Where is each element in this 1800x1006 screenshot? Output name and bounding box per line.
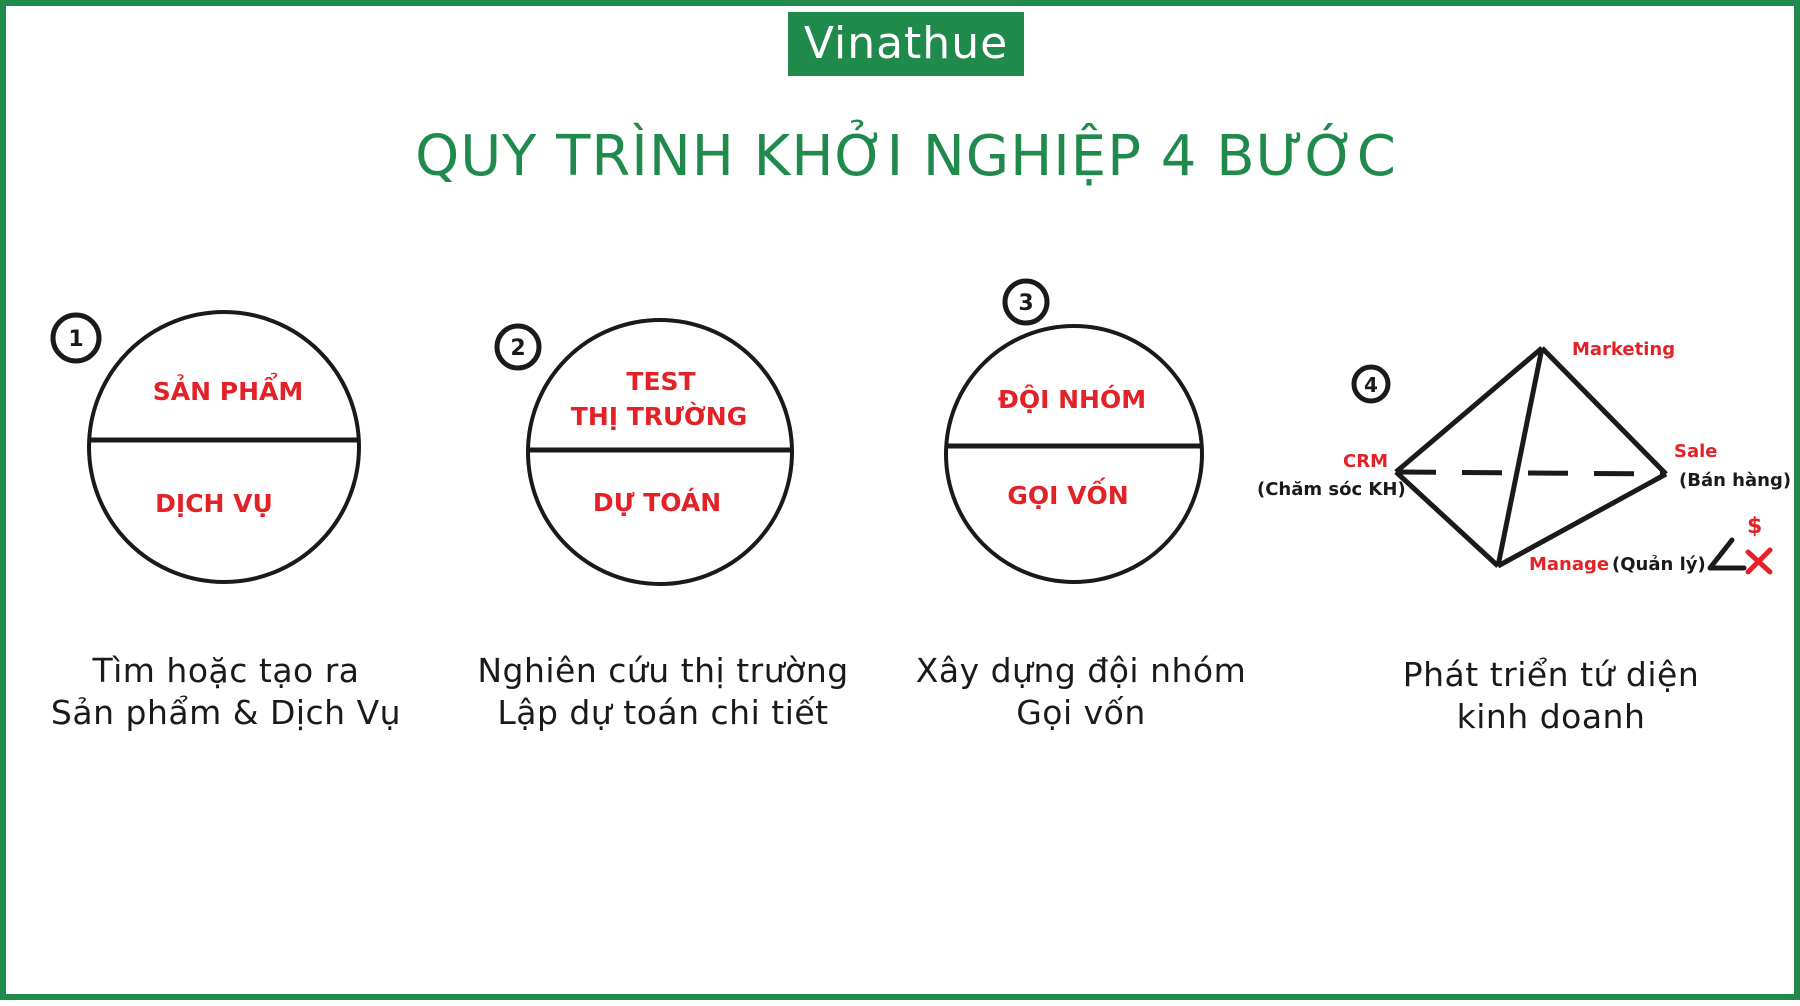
step-3-caption-line-2: Gọi vốn [1016, 693, 1146, 732]
step-4-caption-line-1: Phát triển tứ diện [1402, 655, 1700, 694]
tetrahedron-shape [1394, 346, 1668, 569]
edge-crm-sale-hidden [1395, 469, 1667, 477]
step-2-top-label-line-2: THỊ TRƯỜNG [571, 401, 747, 431]
vertex-manage-label: Manage [1529, 554, 1609, 575]
edge-marketing-manage [1495, 347, 1545, 567]
step-2-caption-line-1: Nghiên cứu thị trường [477, 651, 849, 690]
step-1-group: 1 SẢN PHẨM DỊCH VỤ [50, 310, 361, 584]
vertex-crm-label: CRM [1343, 451, 1388, 472]
dollar-icon: $ [1747, 514, 1762, 539]
step-3-circle [944, 324, 1204, 584]
vertex-crm-note: (Chăm sóc KH) [1257, 479, 1406, 500]
vertex-sale-note: (Bán hàng) [1679, 470, 1791, 491]
step-3-top-label: ĐỘI NHÓM [998, 384, 1146, 414]
step-3-group: 3 ĐỘI NHÓM GỌI VỐN [944, 278, 1204, 584]
step-3-bottom-label: GỌI VỐN [1007, 477, 1128, 510]
step-3-number-circle [1002, 278, 1050, 326]
edge-sale-manage [1496, 471, 1668, 569]
step-1-bottom-label: DỊCH VỤ [155, 489, 273, 518]
step-2-caption-line-2: Lập dự toán chi tiết [497, 693, 829, 732]
step-4-number-circle [1351, 364, 1391, 404]
step-3-number: 3 [1018, 291, 1033, 316]
step-4-caption: Phát triển tứ diện kinh doanh [1356, 654, 1746, 738]
step-2-number: 2 [510, 336, 525, 361]
step-4-caption-line-2: kinh doanh [1456, 697, 1646, 736]
step-2-number-circle [494, 323, 542, 371]
step-1-caption-line-1: Tìm hoặc tạo ra [92, 651, 360, 690]
page-title: QUY TRÌNH KHỞI NGHIỆP 4 BƯỚC [415, 124, 1397, 189]
brand-logo: Vinathue [788, 12, 1024, 76]
step-1-number-circle [50, 312, 102, 364]
step-2-group: 2 TEST THỊ TRƯỜNG DỰ TOÁN [494, 318, 794, 586]
step-4-number: 4 [1364, 373, 1378, 397]
process-diagram: 1 SẢN PHẨM DỊCH VỤ 2 TEST THỊ TRƯỜNG DỰ … [50, 278, 1791, 586]
step-3-caption: Xây dựng đội nhóm Gọi vốn [886, 650, 1276, 734]
step-1-top-label: SẢN PHẨM [153, 372, 303, 406]
step-1-circle [87, 310, 361, 584]
step-1-number: 1 [68, 327, 83, 352]
edge-crm-manage [1394, 470, 1500, 568]
edge-marketing-crm [1394, 346, 1544, 474]
step-2-caption: Nghiên cứu thị trường Lập dự toán chi ti… [458, 650, 868, 734]
vertex-marketing-label: Marketing [1572, 339, 1675, 360]
vertex-sale-label: Sale [1674, 441, 1718, 462]
step-2-bottom-label: DỰ TOÁN [593, 488, 721, 517]
growth-arrow-icon [1707, 537, 1773, 575]
vertex-manage-note: (Quản lý) [1612, 554, 1706, 575]
step-1-caption-line-2: Sản phẩm & Dịch Vụ [50, 693, 402, 732]
edge-marketing-sale [1540, 346, 1668, 476]
step-3-caption-line-1: Xây dựng đội nhóm [915, 651, 1247, 690]
step-1-caption: Tìm hoặc tạo ra Sản phẩm & Dịch Vụ [26, 650, 426, 734]
step-2-top-label-line-1: TEST [626, 367, 695, 396]
step-4-group: 4 Marketing CRM (Chăm sóc KH) Sale (Bán … [1257, 339, 1791, 575]
